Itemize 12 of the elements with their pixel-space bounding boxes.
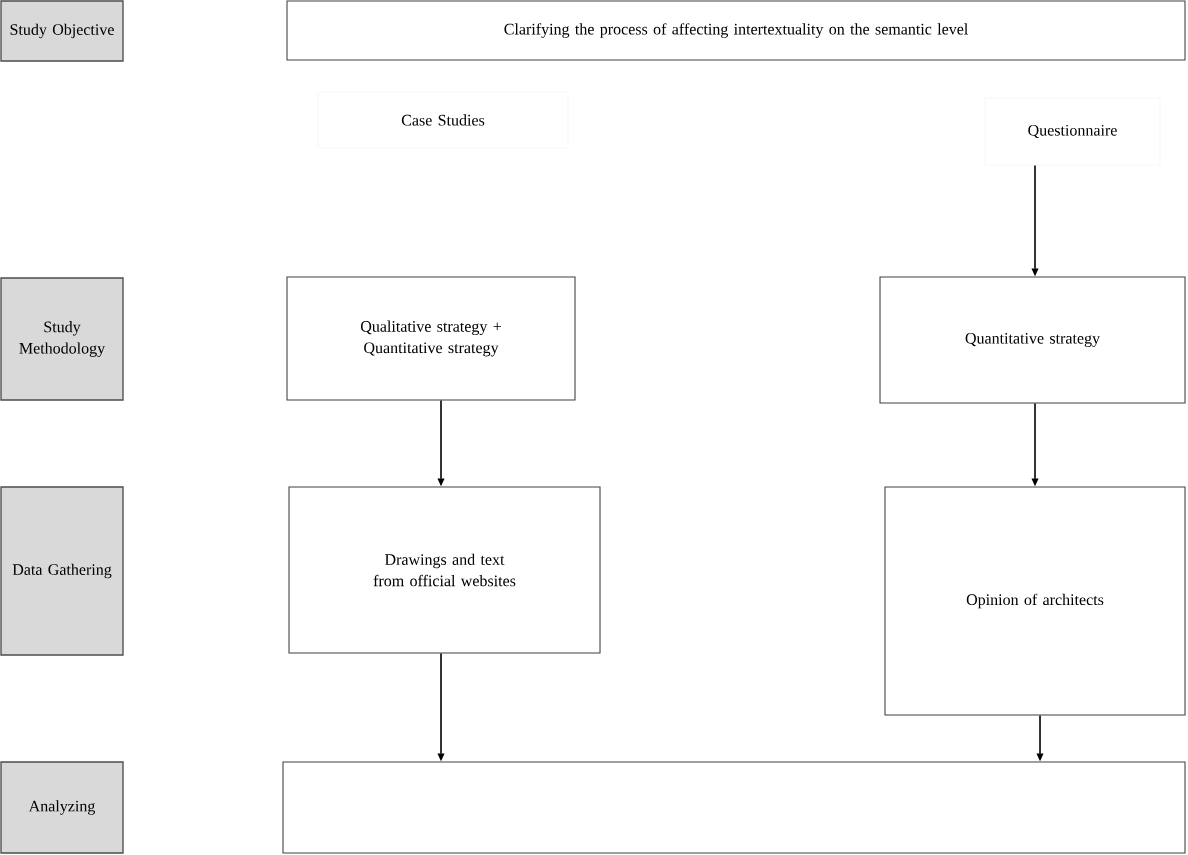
stage-box: Study Methodology	[0, 277, 124, 401]
process-box: Drawings and text from official websites	[288, 486, 601, 654]
process-box: Quantitative strategy	[879, 276, 1186, 404]
method-box: Case Studies	[317, 91, 569, 149]
stage-box: Study Objective	[0, 0, 124, 62]
stage-box: Analyzing	[0, 761, 124, 854]
process-box: Qualitative strategy + Quantitative strategy	[286, 276, 576, 401]
process-box: Opinion of architects	[884, 486, 1186, 716]
process-box: Clarifying the process of affecting intertextuality on the semantic level	[286, 0, 1186, 61]
method-box: Questionnaire	[984, 97, 1161, 166]
empty-box	[282, 761, 1186, 854]
stage-box: Data Gathering	[0, 486, 124, 656]
